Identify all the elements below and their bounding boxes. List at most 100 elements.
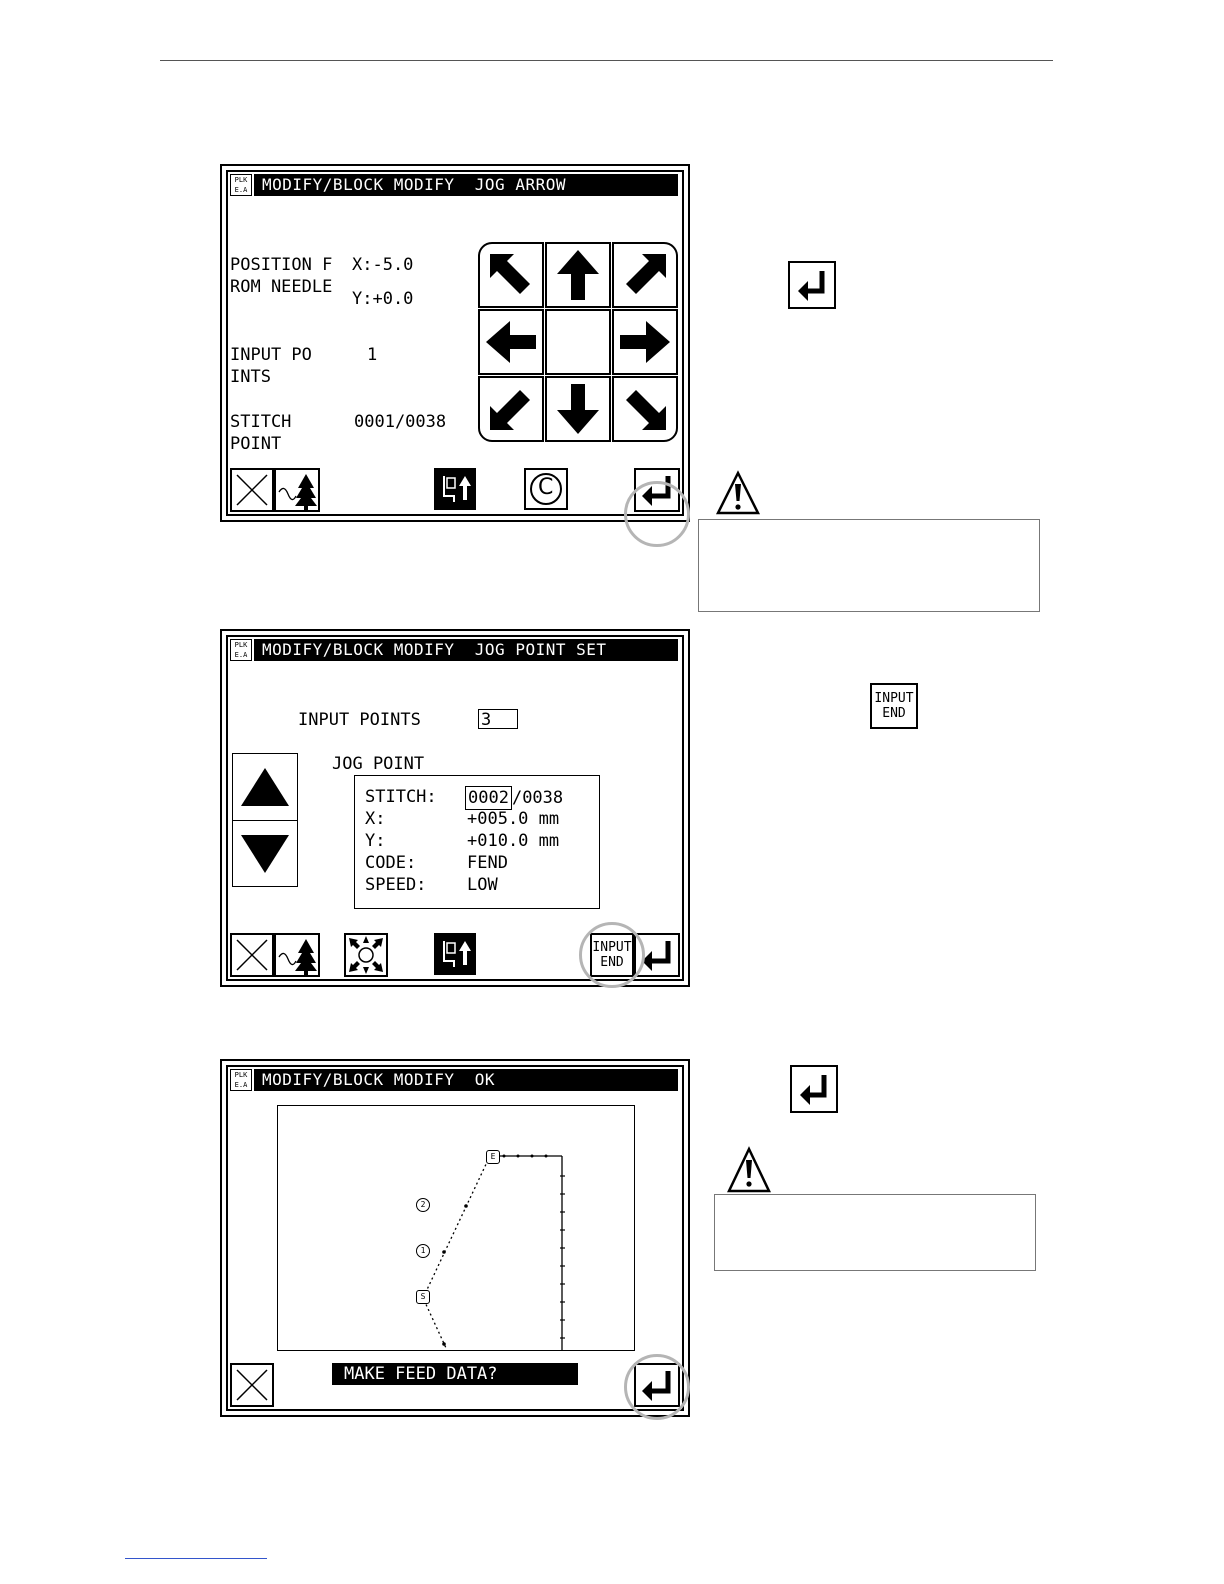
y-label: Y:	[365, 831, 386, 851]
enter-highlight-circle	[624, 481, 690, 547]
speed-value: LOW	[467, 875, 498, 895]
side-enter-icon	[790, 1065, 838, 1113]
jog-point-details-box: STITCH: 0002/0038 X: +005.0 mm Y: +010.0…	[354, 775, 600, 909]
jog-up-right-button[interactable]	[612, 242, 678, 308]
close-icon	[236, 939, 268, 971]
speed-label: SPEED:	[365, 875, 427, 895]
panel-inner-frame	[226, 170, 684, 516]
stitch-value: 0002/0038	[465, 786, 563, 810]
jog-point-label: JOG POINT	[332, 754, 425, 774]
presser-up-button[interactable]	[434, 468, 476, 510]
arrow-down-icon	[557, 384, 599, 434]
stitch-point-label-line1: STITCH	[230, 412, 292, 432]
screen-title: MODIFY/BLOCK MODIFY JOG ARROW	[254, 174, 678, 196]
jog-up-left-button[interactable]	[478, 242, 544, 308]
clear-label: C	[538, 475, 554, 500]
input-points-field[interactable]: 3	[478, 709, 518, 730]
caution-icon	[715, 470, 761, 515]
cancel-button[interactable]	[230, 933, 274, 977]
end-point-marker: E	[486, 1150, 500, 1164]
side-input-end-icon: INPUT END	[870, 683, 918, 729]
side-input-end-line2: END	[882, 706, 906, 721]
stitch-point-value: 0001/0038	[354, 412, 447, 432]
caution-note-box	[698, 519, 1040, 612]
y-offset-value: Y:+0.0	[352, 289, 414, 309]
x-offset-value: X:-5.0	[352, 255, 414, 275]
arrow-down-right-icon	[626, 390, 666, 430]
stitch-current-field[interactable]: 0002	[465, 786, 512, 810]
machine-logo-icon: PLK E.A	[230, 174, 252, 196]
pattern-preview: E 2 1 S	[277, 1105, 635, 1351]
code-value: FEND	[467, 853, 508, 873]
enter-icon	[798, 271, 825, 301]
gather-arrows-icon	[349, 936, 383, 974]
input-points-label: INPUT POINTS	[298, 710, 421, 730]
presser-up-icon	[443, 476, 471, 502]
confirm-prompt: MAKE FEED DATA?	[332, 1363, 578, 1385]
input-points-label-line1: INPUT PO	[230, 345, 312, 365]
x-value: +005.0 mm	[467, 809, 560, 829]
arrow-left-icon	[486, 321, 536, 363]
gather-points-button[interactable]	[344, 933, 388, 977]
jog-down-left-button[interactable]	[478, 376, 544, 442]
input-end-highlight-circle	[579, 922, 645, 988]
close-icon	[236, 474, 268, 506]
needle-tree-icon	[278, 474, 317, 510]
presser-up-button[interactable]	[434, 933, 476, 975]
input-points-value: 1	[367, 345, 378, 365]
jog-down-button[interactable]	[545, 376, 611, 442]
caution-note-box	[714, 1194, 1036, 1271]
page-header-rule	[160, 60, 1053, 61]
cancel-button[interactable]	[230, 468, 274, 512]
enter-icon	[800, 1075, 827, 1105]
start-point-marker: S	[416, 1290, 430, 1304]
jog-right-button[interactable]	[612, 309, 678, 375]
clear-icon	[530, 473, 562, 505]
panel-inner-frame	[226, 1065, 684, 1411]
screen-title: MODIFY/BLOCK MODIFY JOG POINT SET	[254, 639, 678, 661]
needle-tree-button[interactable]	[274, 468, 320, 512]
jog-arrow-pad	[478, 242, 680, 444]
panel-ok: PLK E.A MODIFY/BLOCK MODIFY OK	[220, 1059, 690, 1417]
arrow-up-left-icon	[490, 254, 530, 294]
panel-inner-frame	[226, 635, 684, 981]
arrow-up-right-icon	[626, 254, 666, 294]
scroll-buttons	[232, 753, 298, 887]
cancel-button[interactable]	[230, 1363, 274, 1407]
pattern-drawing	[423, 1154, 565, 1350]
enter-icon	[642, 941, 671, 971]
presser-up-icon	[443, 941, 471, 967]
title-bar: PLK E.A MODIFY/BLOCK MODIFY JOG POINT SE…	[230, 639, 678, 661]
jog-point-2-marker: 2	[416, 1198, 430, 1212]
scroll-up-button[interactable]	[233, 754, 297, 821]
clear-button[interactable]: C	[524, 468, 568, 510]
x-label: X:	[365, 809, 386, 829]
arrow-up-icon	[557, 250, 599, 300]
jog-down-right-button[interactable]	[612, 376, 678, 442]
arrow-down-left-icon	[490, 390, 530, 430]
jog-left-button[interactable]	[478, 309, 544, 375]
needle-tree-button[interactable]	[274, 933, 320, 977]
scroll-down-button[interactable]	[233, 821, 297, 887]
stitch-total: /0038	[511, 788, 564, 808]
side-enter-icon	[788, 261, 836, 309]
jog-up-button[interactable]	[545, 242, 611, 308]
title-bar: PLK E.A MODIFY/BLOCK MODIFY JOG ARROW	[230, 174, 678, 196]
position-label-line2: ROM NEEDLE	[230, 277, 333, 297]
enter-highlight-circle	[624, 1354, 690, 1420]
caution-icon	[727, 1146, 771, 1193]
jog-center-cell	[545, 309, 611, 375]
footer-link-rule	[125, 1558, 267, 1559]
y-value: +010.0 mm	[467, 831, 560, 851]
title-bar: PLK E.A MODIFY/BLOCK MODIFY OK	[230, 1069, 678, 1091]
stitch-point-label-line2: POINT	[230, 434, 282, 454]
position-label-line1: POSITION F	[230, 255, 333, 275]
close-icon	[236, 1369, 268, 1401]
machine-logo-icon: PLK E.A	[230, 639, 252, 661]
code-label: CODE:	[365, 853, 417, 873]
stitch-label: STITCH:	[365, 787, 437, 807]
triangle-down-icon	[241, 835, 289, 873]
jog-point-1-marker: 1	[416, 1244, 430, 1258]
screen-title: MODIFY/BLOCK MODIFY OK	[254, 1069, 678, 1091]
side-input-end-line1: INPUT	[874, 691, 914, 706]
